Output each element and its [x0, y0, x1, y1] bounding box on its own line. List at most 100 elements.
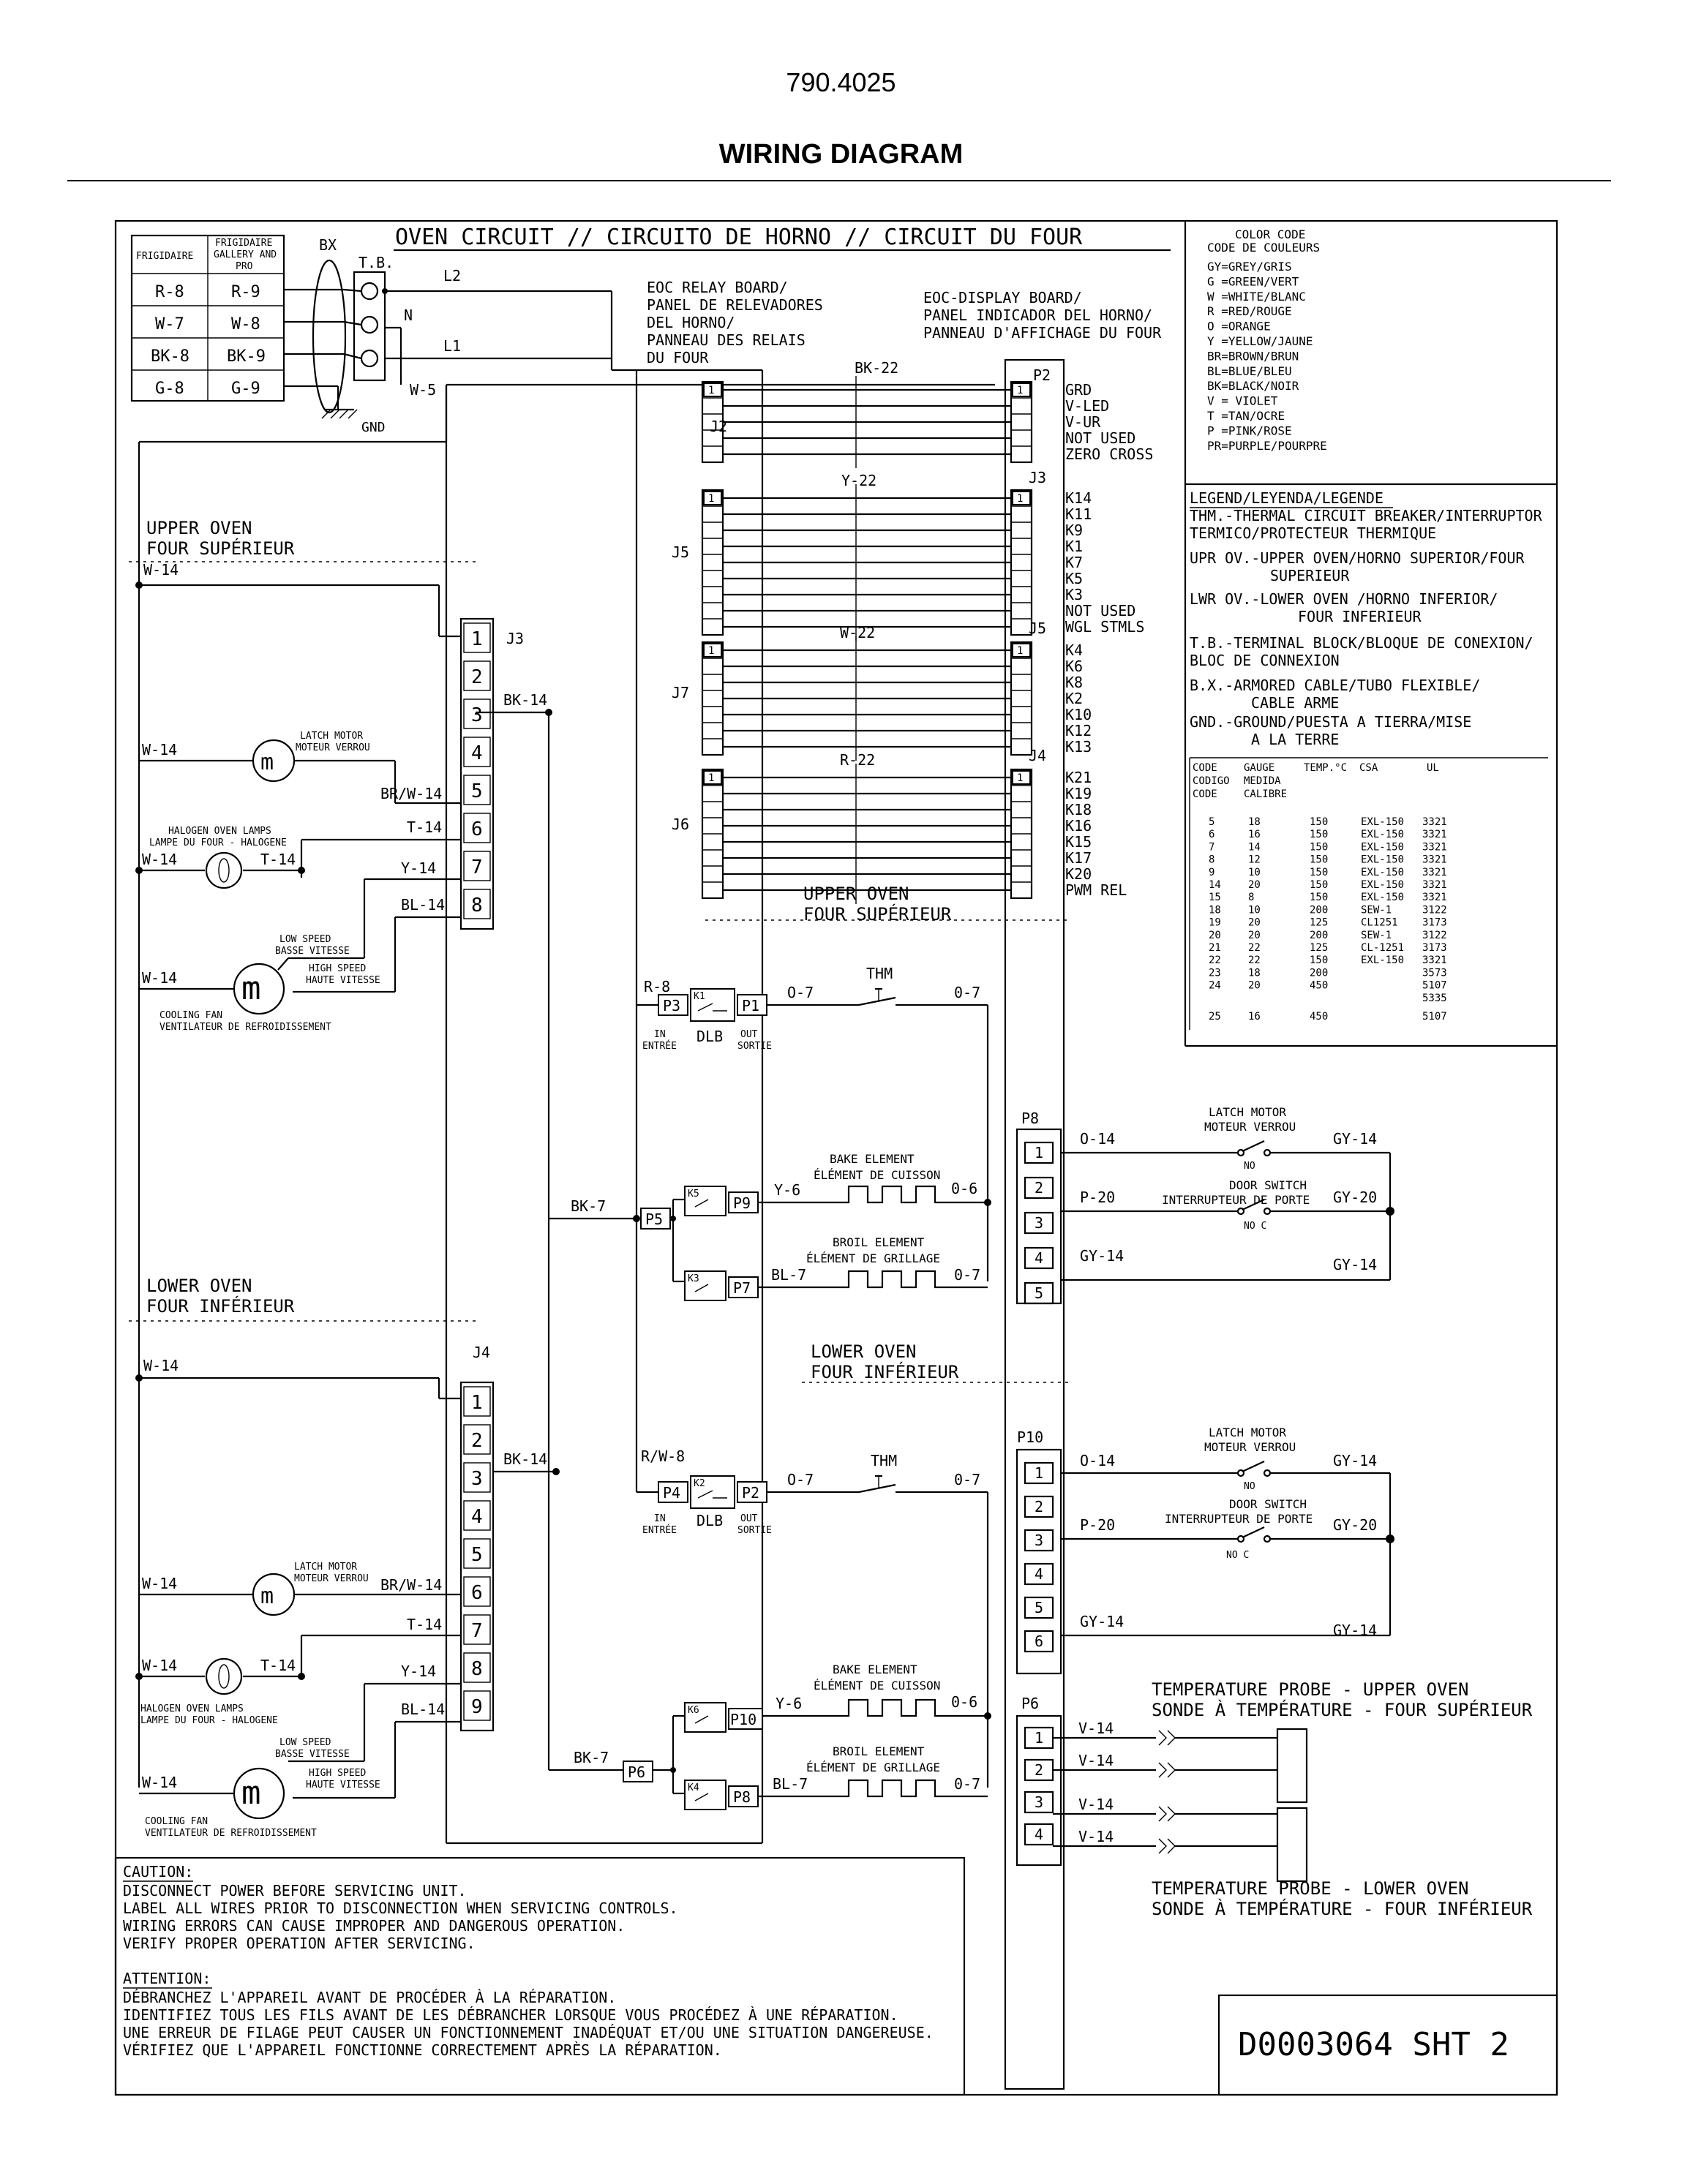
- probe-lower-label: TEMPERATURE PROBE - LOWER OVEN: [1152, 1878, 1468, 1899]
- pin-one-label: 1: [1017, 493, 1023, 505]
- wire-label: GY-14: [1333, 1130, 1377, 1148]
- gauge-header: CALIBRE: [1244, 788, 1287, 800]
- legend: LEGEND/LEYENDA/LEGENDE THM.-THERMAL CIRC…: [1190, 489, 1543, 748]
- halogen-label: LAMPE DU FOUR - HALOGENE: [140, 1715, 278, 1726]
- svg-text:VÉRIFIEZ QUE L'APPAREIL FONCTI: VÉRIFIEZ QUE L'APPAREIL FONCTIONNE CORRE…: [123, 2041, 722, 2059]
- brand-cell: G-8: [155, 380, 184, 398]
- connector-pin-number: 1: [471, 628, 483, 650]
- p1-connector: [737, 994, 767, 1016]
- upper-oven-label: FOUR SUPÉRIEUR: [146, 538, 295, 559]
- legend-line: BLOC DE CONNEXION: [1190, 652, 1340, 669]
- gauge-cell: 150: [1310, 816, 1328, 828]
- pin-one-label: 1: [708, 385, 714, 396]
- block-pin: [1024, 1630, 1054, 1653]
- broil-element-icon: [758, 1270, 988, 1289]
- high-speed-label: HAUTE VITESSE: [306, 975, 380, 986]
- gauge-cell: 200: [1310, 930, 1328, 941]
- legend-line: CABLE ARME: [1251, 694, 1339, 712]
- wire-label: BL-14: [401, 896, 445, 914]
- gauge-header: UL: [1427, 762, 1439, 774]
- svg-text:K1: K1: [694, 991, 705, 1002]
- upper-probe-icon: [1276, 1728, 1308, 1804]
- pin-one-box: [703, 770, 722, 785]
- halogen-label: HALOGEN OVEN LAMPS: [140, 1703, 244, 1714]
- lower-circuit-label: LOWER OVEN: [811, 1341, 917, 1362]
- gauge-cell: 20: [1248, 879, 1261, 891]
- wire-label: R-8: [644, 978, 670, 995]
- block-pin: [1024, 1246, 1054, 1270]
- w5-label: W-5: [410, 381, 436, 399]
- svg-text:IN: IN: [654, 1029, 666, 1040]
- svg-text:P9: P9: [733, 1194, 751, 1212]
- svg-text:LATCH MOTOR: LATCH MOTOR: [1209, 1105, 1286, 1119]
- broil-element-icon: [758, 1779, 988, 1798]
- color-code-item: P =PINK/ROSE: [1207, 423, 1292, 437]
- wire-label: R/W-8: [641, 1447, 685, 1465]
- connector-pin: [463, 622, 491, 653]
- harness-pin-label: K3: [1065, 586, 1083, 603]
- harness-pin-label: K5: [1065, 570, 1083, 587]
- svg-text:ENTRÉE: ENTRÉE: [642, 1040, 677, 1052]
- relay-board-label: DEL HORNO/: [647, 314, 735, 331]
- gauge-cell: 200: [1310, 904, 1328, 916]
- gauge-cell: 6: [1209, 829, 1214, 840]
- svg-text:NO: NO: [1244, 1161, 1255, 1172]
- gauge-header: CODE: [1193, 762, 1217, 774]
- pin-one-box: [1012, 491, 1031, 505]
- p3-connector: [658, 994, 688, 1016]
- wire-label: BR/W-14: [380, 785, 442, 802]
- svg-text:m: m: [241, 970, 261, 1007]
- wire-label: O-7: [787, 1471, 814, 1488]
- gauge-cell: CL-1251: [1361, 942, 1404, 954]
- connector-pin: [463, 737, 491, 767]
- upper-circuit-label: UPPER OVEN: [803, 884, 909, 904]
- brand-cell: R-9: [231, 283, 260, 301]
- door-switch-icon: [1242, 1199, 1265, 1210]
- gauge-header: CSA: [1359, 762, 1378, 774]
- connector-pin-number: 1: [471, 1392, 483, 1414]
- p4-connector: [658, 1481, 688, 1503]
- low-speed-label: BASSE VITESSE: [275, 946, 350, 957]
- gauge-cell: 10: [1248, 904, 1261, 916]
- probe-upper-label: SONDE À TEMPÉRATURE - FOUR SUPÉRIEUR: [1152, 1699, 1533, 1720]
- svg-text:COLOR CODE: COLOR CODE: [1235, 227, 1305, 241]
- connector-pin-number: 7: [471, 1620, 483, 1642]
- svg-text:LEGEND/LEYENDA/LEGENDE: LEGEND/LEYENDA/LEGENDE: [1190, 489, 1383, 507]
- pin-one-label: 1: [1017, 772, 1023, 784]
- svg-text:NO C: NO C: [1226, 1550, 1249, 1561]
- probe-connector-mark: [1158, 1806, 1167, 1822]
- legend-line: B.X.-ARMORED CABLE/TUBO FLEXIBLE/: [1190, 677, 1480, 694]
- bake-element-icon: [762, 1698, 988, 1717]
- wire-label: BK-14: [503, 691, 547, 709]
- connector-pin: [463, 1652, 491, 1683]
- gauge-cell: 150: [1310, 954, 1328, 966]
- gauge-cell: 8: [1209, 854, 1214, 866]
- svg-text:P6: P6: [1021, 1695, 1039, 1712]
- probe-lower-label: SONDE À TEMPÉRATURE - FOUR INFÉRIEUR: [1152, 1898, 1533, 1919]
- low-speed-label: BASSE VITESSE: [275, 1749, 350, 1760]
- gauge-cell: 20: [1248, 930, 1261, 941]
- svg-text:LATCH MOTOR: LATCH MOTOR: [1209, 1426, 1286, 1439]
- wire-label: BK-7: [571, 1197, 606, 1215]
- connector-pin-number: 8: [471, 895, 483, 916]
- gauge-cell: 7: [1209, 841, 1214, 853]
- harness-pin-label: V-LED: [1065, 397, 1109, 415]
- gauge-cell: 3321: [1422, 954, 1447, 966]
- wire-label: 0-7: [954, 984, 980, 1001]
- upper-circuit-label: FOUR SUPÉRIEUR: [803, 903, 952, 925]
- gauge-header: CODIGO: [1193, 775, 1230, 787]
- wire-label: GY-14: [1333, 1622, 1377, 1639]
- latch-motor-label: MOTEUR VERROU: [294, 1573, 369, 1584]
- wire-label: 0-6: [951, 1693, 977, 1711]
- svg-text:ÉLÉMENT DE CUISSON: ÉLÉMENT DE CUISSON: [814, 1679, 940, 1692]
- svg-text:INTERRUPTEUR DE PORTE: INTERRUPTEUR DE PORTE: [1162, 1193, 1310, 1207]
- block-pin-number: 1: [1035, 1464, 1043, 1482]
- cooling-fan-label: VENTILATEUR DE REFROIDISSEMENT: [159, 1022, 331, 1033]
- gauge-cell: 150: [1310, 854, 1328, 866]
